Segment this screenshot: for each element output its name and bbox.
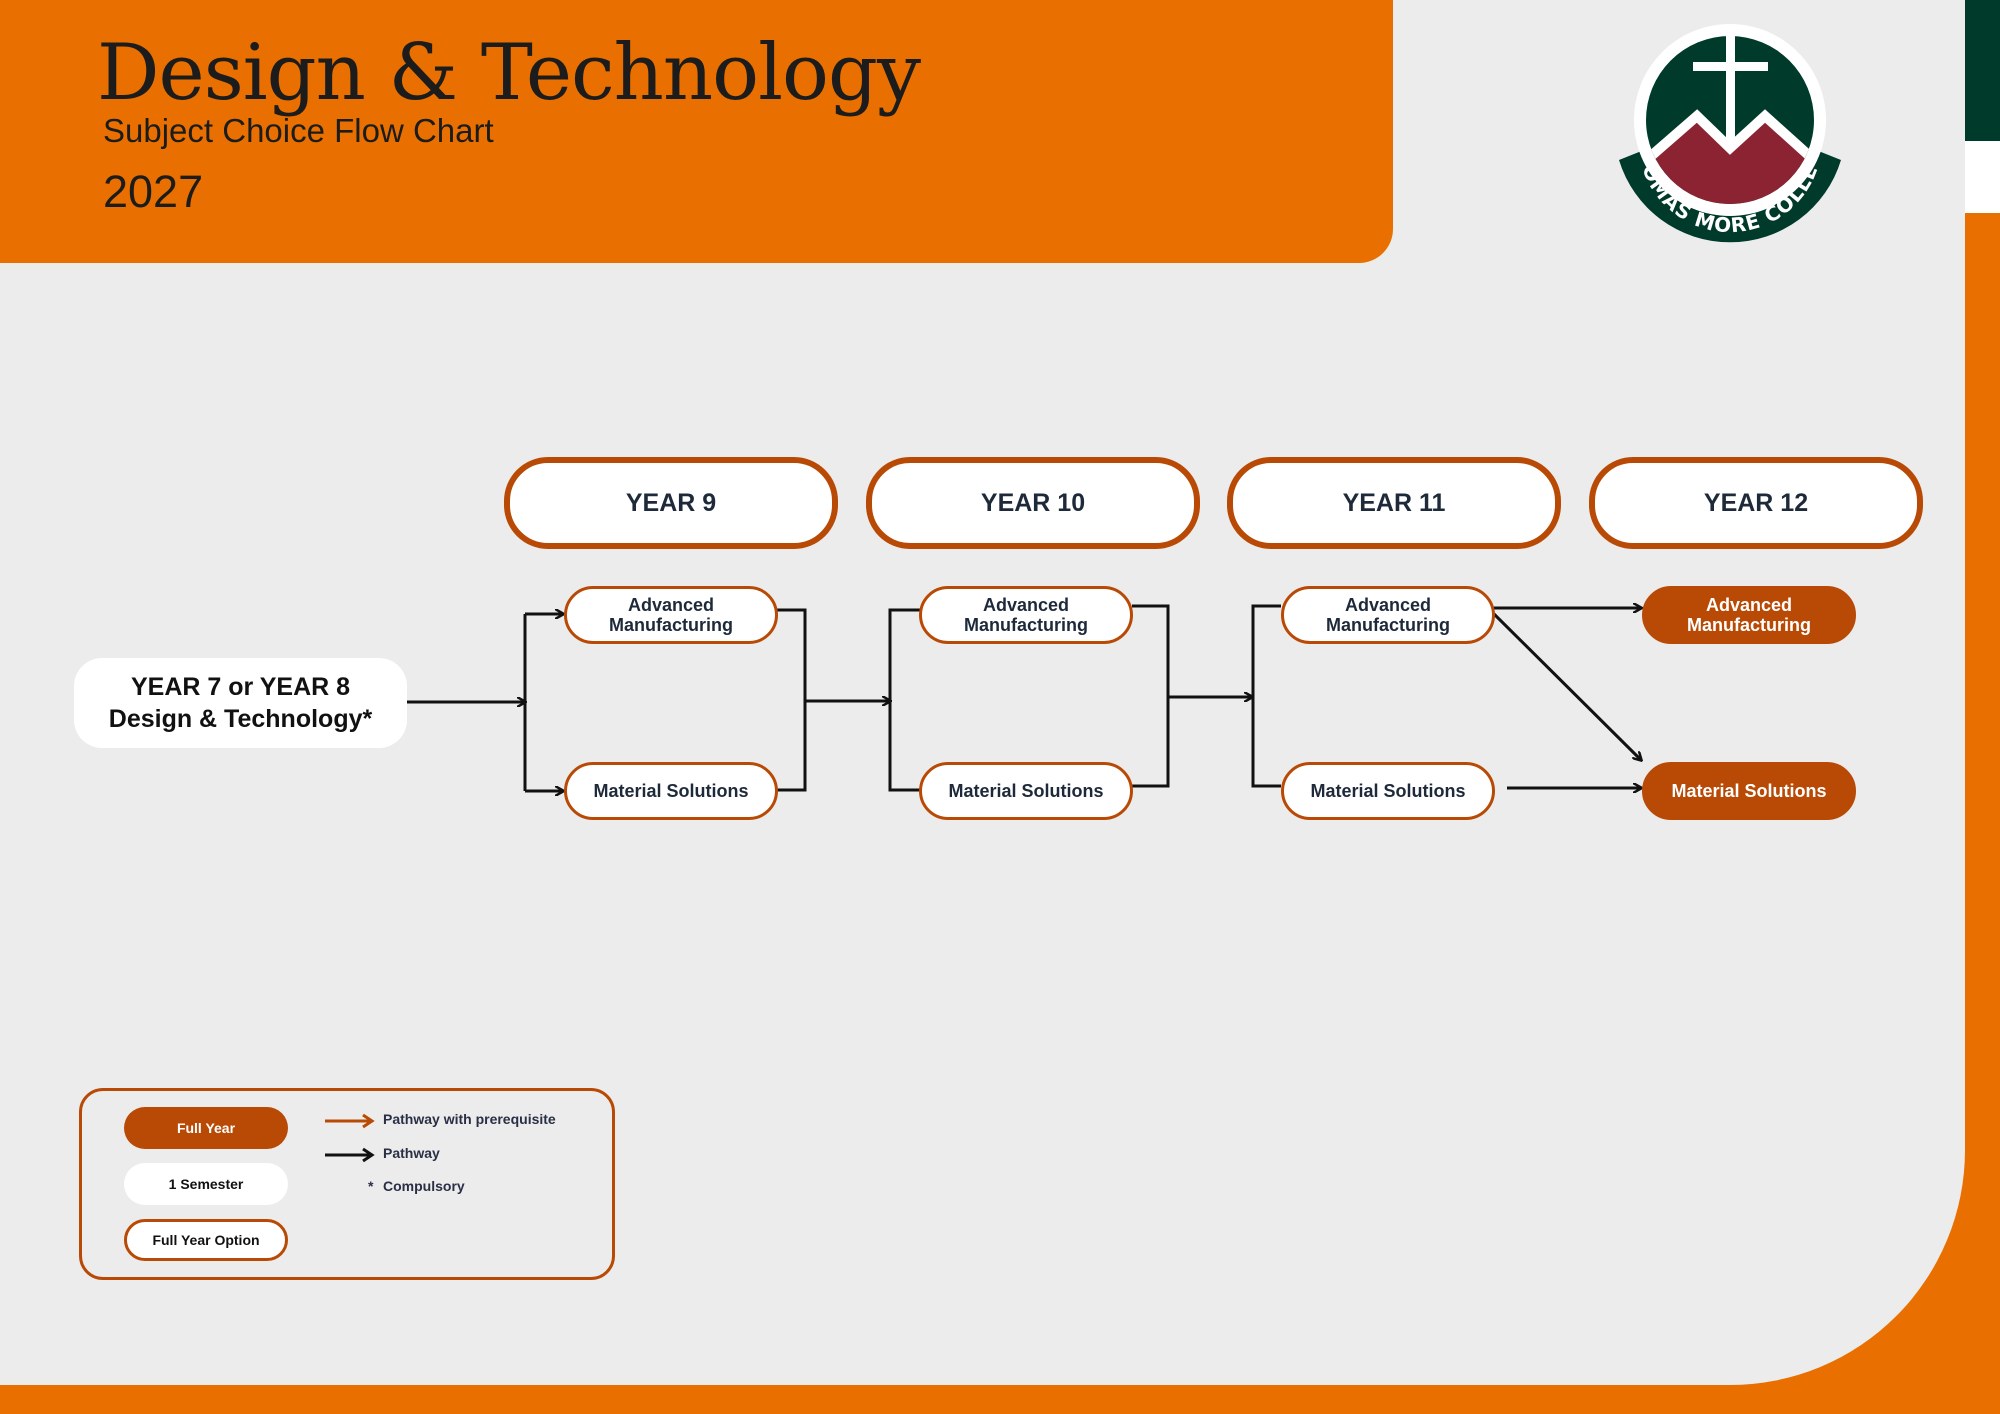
pathway-y9-top-out	[777, 608, 807, 792]
legend-full-year: Full Year	[124, 1107, 288, 1149]
legend-semester: 1 Semester	[124, 1163, 288, 1205]
y10-advanced-manufacturing: Advanced Manufacturing	[919, 586, 1133, 644]
bottom-band	[0, 1385, 2000, 1414]
legend-pathway-prereq: Pathway with prerequisite	[383, 1111, 556, 1127]
right-accent-orange	[1965, 213, 2000, 1414]
pathway-y11-branch	[1251, 604, 1281, 788]
y10-material-solutions: Material Solutions	[919, 762, 1133, 820]
page-subtitle: Subject Choice Flow Chart	[103, 112, 494, 149]
legend-compulsory-mark: *	[368, 1178, 374, 1194]
start-line-1: YEAR 7 or YEAR 8	[130, 673, 351, 701]
legend: Full Year 1 Semester Full Year Option Pa…	[79, 1088, 615, 1280]
y11-material-solutions: Material Solutions	[1281, 762, 1495, 820]
page-year: 2027	[103, 166, 204, 217]
y9-advanced-manufacturing: Advanced Manufacturing	[564, 586, 778, 644]
legend-compulsory: Compulsory	[383, 1178, 465, 1194]
page-title: Design & Technology	[97, 28, 921, 118]
year-9-header: YEAR 9	[504, 457, 838, 549]
right-accent-dark	[1965, 0, 2000, 141]
year-12-header: YEAR 12	[1589, 457, 1923, 549]
start-subject-box: YEAR 7 or YEAR 8 Design & Technology*	[74, 658, 407, 748]
pathway-y11-top-to-y12-bottom	[1492, 612, 1641, 760]
year-11-header: YEAR 11	[1227, 457, 1561, 549]
y11-advanced-manufacturing: Advanced Manufacturing	[1281, 586, 1495, 644]
start-line-2: Design & Technology*	[108, 705, 373, 733]
pathway-y10-out	[1132, 604, 1170, 788]
orange-arrow-icon	[325, 1113, 375, 1129]
pathway-y10-branch	[888, 608, 920, 792]
legend-full-year-option: Full Year Option	[124, 1219, 288, 1261]
legend-pathway: Pathway	[383, 1145, 440, 1161]
right-accent-white	[1965, 141, 2000, 213]
black-arrow-icon	[325, 1147, 375, 1163]
header-banner: Design & Technology Subject Choice Flow …	[0, 0, 1393, 263]
cross-mountain-crest-icon: THOMAS MORE COLLEGE	[1596, 1, 1841, 243]
y12-material-solutions: Material Solutions	[1642, 762, 1856, 820]
y9-material-solutions: Material Solutions	[564, 762, 778, 820]
y12-advanced-manufacturing: Advanced Manufacturing	[1642, 586, 1856, 644]
college-logo: THOMAS MORE COLLEGE	[1596, 1, 1855, 250]
year-10-header: YEAR 10	[866, 457, 1200, 549]
